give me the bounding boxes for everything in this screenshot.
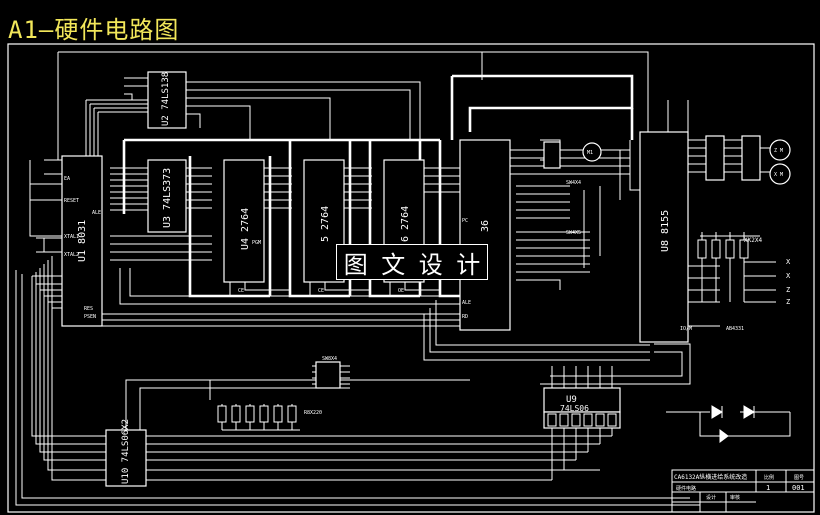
resistor-bank [217,239,749,427]
diodes [711,405,755,443]
chip-u1 [61,155,103,327]
watermark-char: 设 [418,250,443,279]
net-sw1: SW4X4 [566,180,581,186]
motor-x-label: X M [774,172,783,178]
net-res2: SW8X4 [322,356,337,362]
label-u1: U1 8031 [77,220,88,262]
tb-scale: 1 [766,484,770,492]
pin-ce-u5: CE [318,288,324,294]
axis-x2: X [786,272,791,280]
motor-m1-label: M1 [587,150,593,156]
pin-res: RES [84,306,93,312]
label-u7: 36 [480,220,491,232]
chip-u3 [147,159,187,233]
label-u3: U3 74LS373 [162,168,173,228]
pin-rd: RD [462,314,468,320]
drawing-frame [7,43,815,513]
tb-r1: 设计 [706,494,716,501]
title-block [671,469,815,513]
pin-psen: PSEN [84,314,96,320]
label-u2: U2 74LS138 [161,72,171,126]
motor-m1 [582,142,602,162]
chip-u7 [459,139,511,331]
pin-xtal1: XTAL1 [64,234,79,240]
net-xk: XK2X4 [744,237,762,244]
watermark-char: 图 [343,250,368,279]
pin-pgm: PGM [252,240,261,246]
watermark-char: 计 [456,250,481,279]
chip-u4 [223,159,265,283]
pin-ale: ALE [92,210,101,216]
tb-sub: 硬件电路 [676,485,696,492]
pin-reset: RESET [64,198,79,204]
label-u8: U8 8155 [660,210,671,252]
motor-x [769,163,791,185]
opto-1 [705,135,725,181]
label-u6: 6 2764 [400,206,411,242]
pin-ea: EA [64,176,70,182]
axis-z1: Z [786,286,790,294]
pin-ce-u4: CE [238,288,244,294]
axis-x1: X [786,258,791,266]
chip-u8 [639,131,689,343]
pin-pc: PC [462,218,468,224]
pin-xtal2: XTAL2 [64,252,79,258]
label-u4: U4 2764 [240,208,251,250]
net-sw2: SW4X5 [566,230,581,236]
label-u9: U9 [566,395,577,405]
tb-col1: 比例 [764,474,774,481]
tb-col2: 图号 [794,475,804,481]
label-u10: U10 74LS06X2 [121,419,131,484]
pin-ale2: ALE [462,300,471,306]
net-io: IO/M [680,326,692,332]
motor-z-label: Z M [774,148,783,154]
sw-pack [315,361,341,389]
net-ab: AB4331 [726,326,744,332]
net-rpack: R8X220 [304,410,322,416]
label-u5: 5 2764 [320,206,331,242]
watermark-char: 文 [381,250,406,279]
axis-z2: Z [786,298,790,306]
watermark: 图 文 设 计 [336,244,488,280]
label-u9-part: 74LS06 [560,404,589,413]
drawing-title: A1—硬件电路图 [8,16,180,44]
tb-r2: 审核 [730,494,740,501]
chip-u10 [105,429,147,487]
chip-u2 [147,71,187,129]
pin-oe-u6: OE [398,288,404,294]
tb-name: CA6132A纵横进给系统改造 [674,473,747,481]
motor-z [769,139,791,161]
relay [543,141,561,169]
tb-num: 001 [792,484,805,492]
opto-2 [741,135,761,181]
motors [582,139,791,185]
